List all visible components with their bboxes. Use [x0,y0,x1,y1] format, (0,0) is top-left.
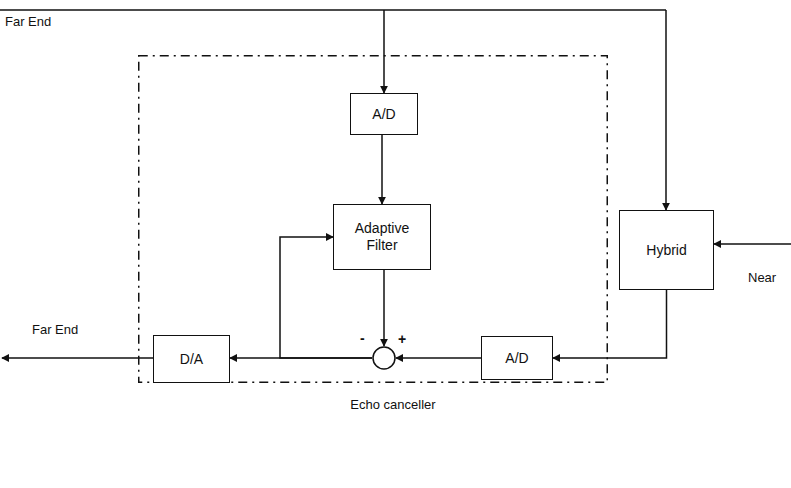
sign-label: - [360,330,365,347]
box-label: Adaptive Filter [346,220,418,254]
region-caption: Echo canceller [168,397,618,413]
converter-box: A/D [481,336,553,380]
far-end-branch-wire [383,10,385,93]
box-label: D/A [180,351,203,368]
signal-connector [553,290,667,358]
box-label: Hybrid [646,242,686,259]
signal-connector [383,270,385,346]
port-label: Far End [5,14,51,30]
signal-connector [381,135,383,204]
far-end-input-wire [0,9,666,11]
junction-circle [373,347,395,369]
far-end-output-wire [2,357,153,359]
near-end-wire [714,243,791,245]
dashed-boundary-line [139,56,608,383]
summing-junction: -+ [372,346,396,370]
hybrid-box: Hybrid [619,210,714,290]
port-label: Far End [32,322,78,338]
junction-outline [372,346,396,370]
sign-label: + [398,331,406,348]
filter-box: Adaptive Filter [333,204,431,270]
port-label: Near [748,270,776,286]
converter-box: A/D [350,93,418,135]
echo-canceller-region: Echo cancellerA/DAdaptive FilterD/A-+A/D [138,55,608,383]
signal-connector [396,357,481,359]
connector-group [230,135,667,358]
hybrid-input-wire [665,10,667,210]
box-label: A/D [372,106,395,123]
box-label: A/D [505,350,528,367]
converter-box: D/A [153,335,230,383]
